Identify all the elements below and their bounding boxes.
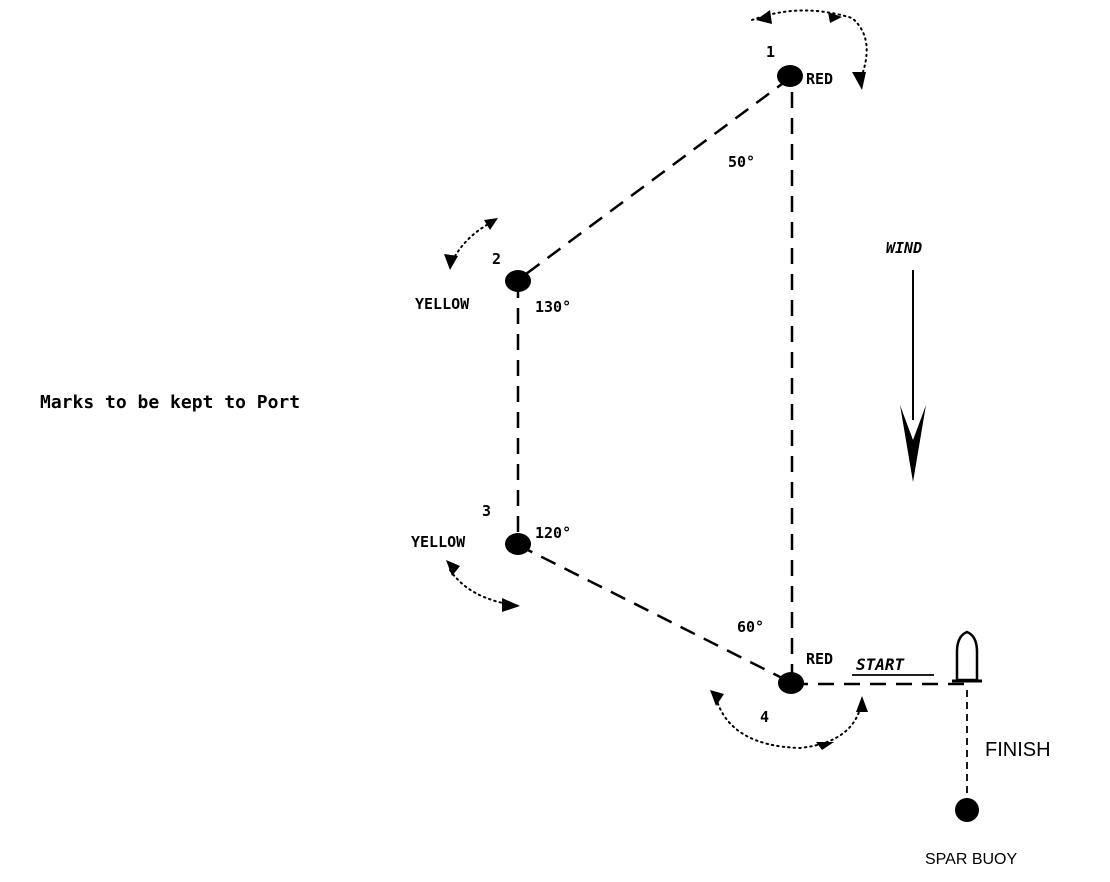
arrow-mark-1-start: [756, 10, 772, 24]
arrow-mark-2-start: [484, 218, 498, 230]
mark-3-number: 3: [482, 502, 491, 520]
arrow-mark-3-start: [446, 560, 460, 576]
mark-3-buoy: [505, 533, 531, 555]
wind-label: WIND: [886, 239, 922, 257]
spar-buoy: [955, 798, 979, 822]
finish-label: FINISH: [985, 739, 1051, 761]
mark-4-angle: 60°: [737, 618, 764, 636]
arrow-mark-4-end: [856, 696, 868, 712]
arrow-mark-4-mid: [816, 742, 834, 750]
mark-2-angle: 130°: [535, 298, 571, 316]
leg-1-to-2: [517, 76, 791, 282]
mark-2-color: YELLOW: [415, 295, 470, 313]
mark-3-angle: 120°: [535, 524, 571, 542]
wind-arrow-head: [900, 405, 926, 482]
mark-4-number: 4: [760, 708, 769, 726]
arrow-mark-3-end: [502, 598, 520, 612]
mark-1-angle: 50°: [728, 153, 755, 171]
arrow-mark-1-end: [852, 72, 866, 90]
mark-2-buoy: [505, 270, 531, 292]
spar-buoy-label: SPAR BUOY: [925, 851, 1018, 868]
leg-3-to-4: [517, 543, 791, 684]
start-boat-icon: [955, 630, 979, 682]
mark-2-number: 2: [492, 250, 501, 268]
mark-4-buoy: [778, 672, 804, 694]
start-label: START: [856, 655, 906, 674]
mark-4-color: RED: [806, 650, 833, 668]
mark-1-color: RED: [806, 70, 833, 88]
rounding-arc-mark-4: [715, 697, 863, 750]
arrow-mark-2-end: [444, 254, 458, 270]
marks-note: Marks to be kept to Port: [40, 392, 300, 413]
rounding-arc-mark-2: [449, 221, 493, 267]
mark-1-buoy: [777, 65, 803, 87]
rounding-arc-mark-3: [449, 569, 521, 607]
arrow-mark-1-mid: [828, 12, 842, 23]
arrow-mark-4-start: [710, 690, 724, 706]
rounding-arc-mark-1: [751, 9, 868, 86]
mark-3-color: YELLOW: [411, 533, 466, 551]
mark-1-number: 1: [766, 43, 775, 61]
